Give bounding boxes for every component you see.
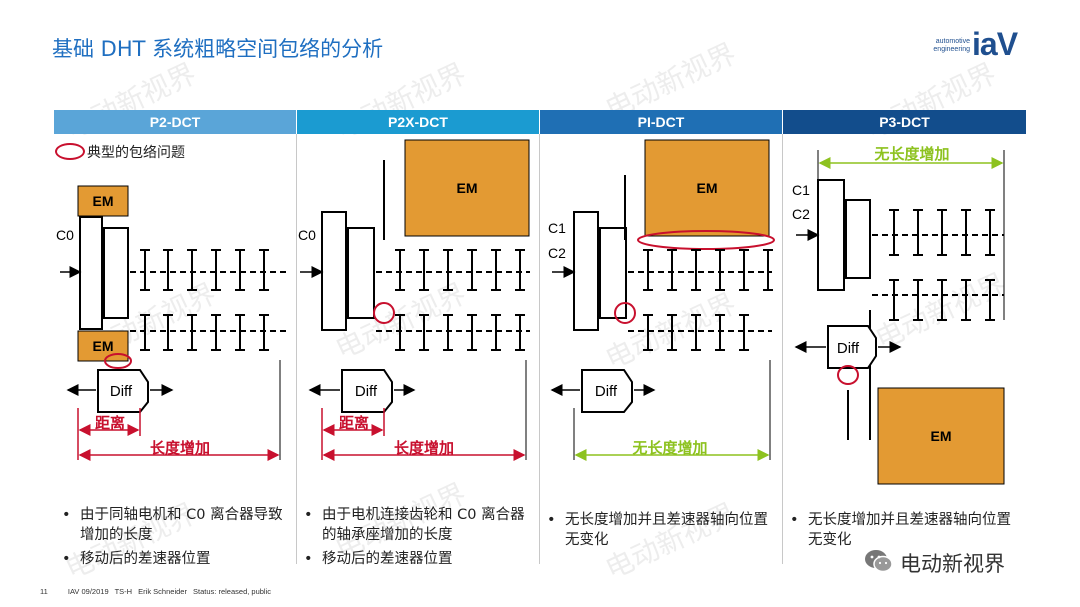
diff-label: Diff	[595, 383, 618, 400]
gearbox-diagrams: EM EM C0 Diff 距	[56, 139, 1005, 485]
logo-mark: iaV	[972, 26, 1018, 62]
bullet-list-pi-dct: 无长度增加并且差速器轴向位置无变化	[543, 510, 773, 554]
envelope-issue-marker	[614, 302, 636, 324]
envelope-issue-marker	[104, 353, 132, 369]
diff-box	[97, 369, 149, 413]
em-box	[877, 387, 1005, 485]
column-header-pi-dct: PI-DCT	[540, 110, 782, 134]
column-header-p2-dct: P2-DCT	[54, 110, 296, 134]
diff-label: Diff	[110, 383, 133, 400]
red-ellipse-icon	[55, 143, 85, 160]
logo-subtext: engineering	[933, 46, 970, 53]
bullet-list-p2-dct: 由于同轴电机和 C0 离合器导致增加的长度 移动后的差速器位置	[58, 505, 288, 573]
column-divider	[782, 134, 783, 564]
bullet-item: 无长度增加并且差速器轴向位置无变化	[543, 510, 773, 550]
logo-subtext: automotive	[935, 38, 970, 45]
no-length-increase-label: 无长度增加	[631, 439, 707, 457]
bullet-item: 移动后的差速器位置	[58, 549, 288, 569]
wechat-account-name: 电动新视界	[900, 552, 1005, 576]
em-box	[644, 139, 770, 237]
c2-label: C2	[548, 245, 566, 261]
p2x-dct-diagram: EM C0 Diff 距离 长	[298, 139, 530, 461]
c1-label: C1	[548, 220, 566, 236]
diff-box	[827, 325, 877, 369]
c1-label: C1	[792, 182, 810, 198]
bullet-list-p2x-dct: 由于电机连接齿轮和 C0 离合器的轴承座增加的长度 移动后的差速器位置	[300, 505, 532, 573]
em-label: EM	[93, 338, 114, 354]
em-label: EM	[697, 180, 718, 196]
footer-dept: TS-H	[114, 587, 133, 596]
p3-dct-diagram: 无长度增加 C1 C2 Diff EM	[792, 145, 1005, 485]
envelope-issue-marker	[637, 230, 775, 250]
bullet-item: 无长度增加并且差速器轴向位置无变化	[786, 510, 1018, 550]
c0-label: C0	[298, 227, 316, 243]
footer-author: Erik Schneider	[138, 587, 187, 596]
footer: 11 IAV 09/2019 TS-H Erik Schneider Statu…	[40, 587, 289, 596]
length-increase-label: 长度增加	[394, 439, 454, 457]
footer-status: Status: released, public	[193, 587, 272, 596]
p2-dct-diagram: EM EM C0 Diff 距	[56, 185, 290, 461]
c0-label: C0	[56, 227, 74, 243]
length-increase-label: 长度增加	[150, 439, 210, 457]
em-box	[404, 139, 530, 237]
wechat-badge: 电动新视界	[862, 544, 1052, 578]
em-label: EM	[931, 428, 952, 444]
bullet-item: 由于电机连接齿轮和 C0 离合器的轴承座增加的长度	[300, 505, 532, 545]
bullet-list-p3-dct: 无长度增加并且差速器轴向位置无变化	[786, 510, 1018, 554]
envelope-issue-marker	[837, 365, 859, 385]
diff-label: Diff	[355, 383, 378, 400]
em-label: EM	[457, 180, 478, 196]
diff-box	[341, 369, 393, 413]
c2-label: C2	[792, 206, 810, 222]
column-divider	[539, 134, 540, 564]
pi-dct-diagram: EM C1 C2 Diff 无长度增加	[548, 139, 775, 461]
distance-label: 距离	[95, 414, 125, 432]
diff-box	[581, 369, 633, 413]
page-title: 基础 DHT 系统粗略空间包络的分析	[52, 37, 384, 61]
em-box	[77, 330, 129, 362]
wechat-icon	[865, 550, 893, 573]
em-label: EM	[93, 193, 114, 209]
envelope-issue-marker	[373, 302, 395, 324]
no-length-increase-label: 无长度增加	[873, 145, 949, 163]
diff-label: Diff	[837, 340, 860, 357]
column-header-p3-dct: P3-DCT	[783, 110, 1026, 134]
bullet-item: 移动后的差速器位置	[300, 549, 532, 569]
column-header-p2x-dct: P2X-DCT	[297, 110, 539, 134]
page-number: 11	[40, 587, 48, 596]
distance-label: 距离	[339, 414, 369, 432]
legend-label: 典型的包络问题	[87, 145, 185, 161]
bullet-item: 由于同轴电机和 C0 离合器导致增加的长度	[58, 505, 288, 545]
legend: 典型的包络问题	[55, 142, 185, 162]
footer-date: IAV 09/2019	[67, 587, 109, 596]
column-divider	[296, 134, 297, 564]
